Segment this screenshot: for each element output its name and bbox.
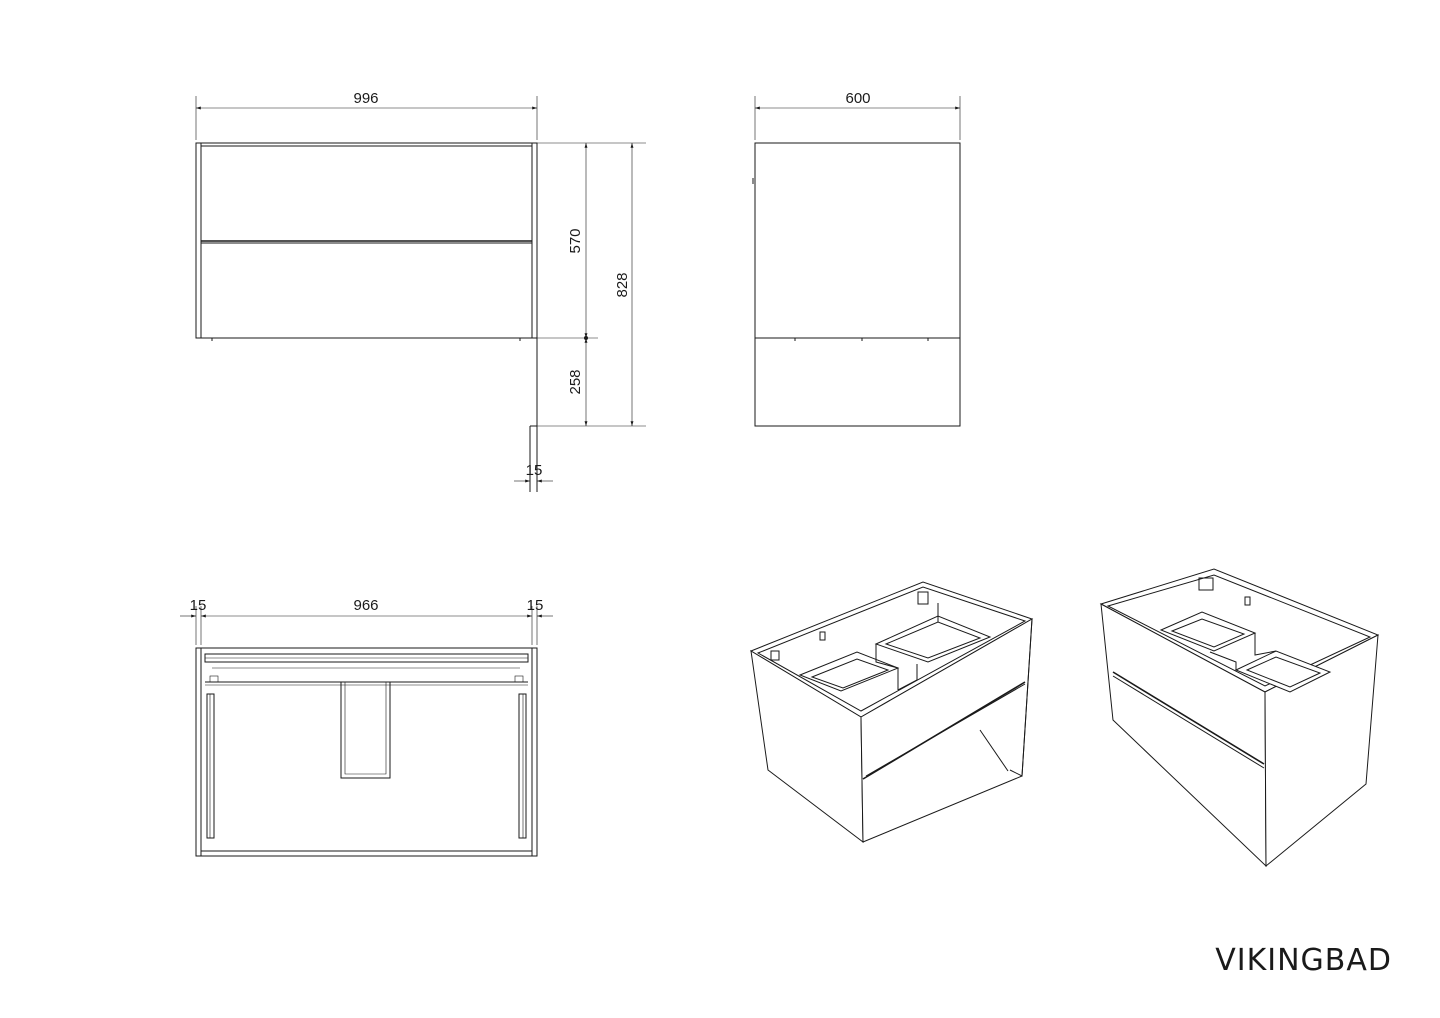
top-inner-width-label: 966: [353, 597, 378, 614]
siphon-cutout: [340, 682, 391, 779]
iso2-drawer-right: [1234, 650, 1332, 693]
offset-label: 15: [526, 462, 543, 479]
top-view: 15 966 15: [180, 597, 553, 857]
right-runner: [518, 693, 527, 839]
total-height-label: 828: [614, 272, 631, 297]
side-view: 600: [752, 90, 961, 427]
top-width-dimensions: 15 966 15: [180, 597, 553, 645]
width-dimension: 996: [195, 90, 538, 140]
iso2-drawer-gap: [1112, 671, 1265, 765]
width-label: 996: [353, 90, 378, 107]
brand-logo: VIKINGBAD: [1215, 943, 1392, 978]
height-dimensions: 570 258 828: [537, 142, 646, 427]
side-upper-outline: [754, 142, 961, 339]
depth-dimension: 600: [754, 90, 961, 140]
side-lower-outline: [754, 337, 961, 427]
front-view: 996 570 258 828 15: [195, 90, 646, 492]
top-outline: [195, 647, 538, 857]
drawer-height-label: 570: [567, 228, 584, 253]
top-right-margin-label: 15: [527, 597, 544, 614]
depth-label: 600: [845, 90, 870, 107]
offset-dimension: 15: [514, 462, 553, 483]
isometric-view-left: [749, 581, 1034, 844]
left-runner: [206, 693, 215, 839]
iso2-right-panel: [1264, 634, 1379, 868]
isometric-view-right: [1099, 568, 1380, 868]
top-left-margin-label: 15: [190, 597, 207, 614]
bottom-height-label: 258: [567, 369, 584, 394]
